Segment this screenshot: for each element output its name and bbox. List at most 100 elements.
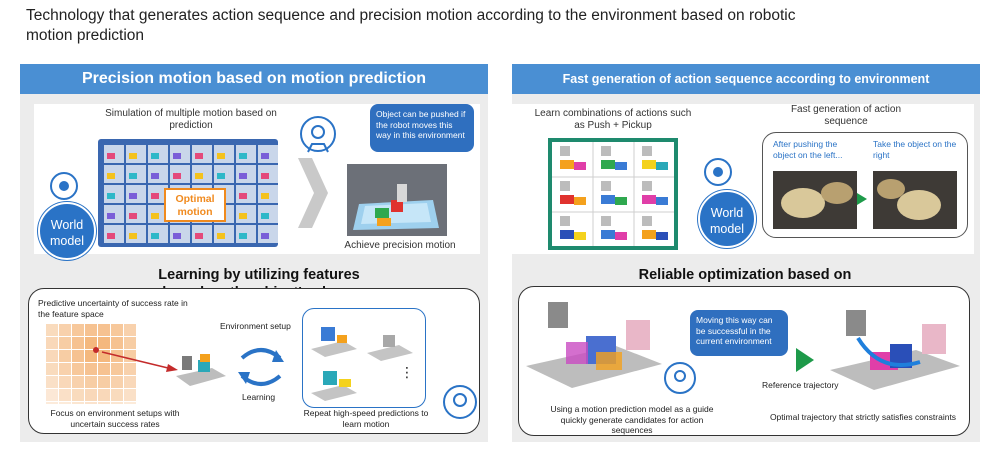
simulation-cell-object [129, 153, 137, 159]
action-cell-object [615, 197, 627, 205]
heatmap-cell [72, 389, 84, 401]
heatmap-cell [59, 389, 71, 401]
heatmap-cell [85, 389, 97, 401]
action-cell-object [615, 162, 627, 170]
heatmap-cell [98, 337, 110, 349]
heatmap-cell [59, 402, 71, 404]
action-cell-gripper [560, 181, 570, 191]
simulation-cell-object [107, 193, 115, 199]
simulation-cell-object [261, 213, 269, 219]
right-world-model-label: World model [709, 206, 745, 236]
focus-label: Focus on environment setups with uncerta… [50, 408, 180, 429]
simulation-cell-object [217, 153, 225, 159]
uncertainty-label: Predictive uncertainty of success rate i… [38, 298, 188, 319]
action-cell-gripper [601, 146, 611, 156]
simulation-cell-object [129, 173, 137, 179]
action-grid-cells [552, 142, 674, 246]
action-cell-object [642, 160, 656, 169]
heatmap-cell [72, 350, 84, 362]
learn-label: Learn combinations of actions such as Pu… [534, 108, 692, 131]
action-cell-gripper [601, 181, 611, 191]
heatmap-cell [46, 376, 58, 388]
heatmap-cell [111, 337, 123, 349]
sequence-box: After pushing the object on the left... … [762, 132, 968, 238]
heatmap-cell [85, 402, 97, 404]
heatmap-cell [124, 376, 136, 388]
brain-gear-icon-right [704, 158, 732, 186]
heatmap-cell [111, 389, 123, 401]
action-cell-object [560, 160, 574, 169]
chevron-right-icon [298, 158, 328, 228]
heatmap-cell [98, 376, 110, 388]
simulation-cell-object [107, 173, 115, 179]
optimal-motion-label: Optimal motion [175, 193, 215, 218]
heatmap-cell [72, 402, 84, 404]
heatmap-cell [59, 363, 71, 375]
heatmap-cell [98, 389, 110, 401]
reference-label: Reference trajectory [762, 380, 839, 390]
heatmap-cell [124, 389, 136, 401]
action-cell-object [615, 232, 627, 240]
heatmap-cell [111, 363, 123, 375]
heatmap-cell [124, 324, 136, 336]
simulation-cell-object [261, 233, 269, 239]
heatmap-cell [98, 324, 110, 336]
play-arrow-large-icon [796, 348, 814, 372]
simulation-cell-object [129, 213, 137, 219]
simulation-cell-object [195, 173, 203, 179]
simulation-cell-object [151, 213, 159, 219]
heatmap-cell [46, 337, 58, 349]
action-cell-object [560, 230, 574, 239]
optimal-trajectory-label: Optimal trajectory that strictly satisfi… [769, 412, 957, 422]
action-cell-object [574, 232, 586, 240]
action-cell-object [601, 195, 615, 204]
simulation-label: Simulation of multiple motion based on p… [105, 108, 277, 131]
action-cell-object [642, 195, 656, 204]
fast-label: Fast generation of action sequence [790, 104, 902, 127]
simulation-cell-object [239, 153, 247, 159]
heatmap-cell [46, 324, 58, 336]
simulation-cell-object [217, 173, 225, 179]
simulation-cell-object [239, 173, 247, 179]
action-cell-object [574, 197, 586, 205]
simulation-cell-object [107, 213, 115, 219]
heatmap-cell [59, 337, 71, 349]
left-world-model-label: World model [49, 218, 85, 248]
action-cell-gripper [642, 216, 652, 226]
robot-head-icon-right [664, 362, 696, 394]
heatmap-cell [85, 363, 97, 375]
right-panel-header: Fast generation of action sequence accor… [512, 64, 980, 94]
simulation-cell-object [261, 193, 269, 199]
after-push-photo [773, 171, 857, 229]
heatmap-cell [59, 350, 71, 362]
predictions-scenes [311, 327, 413, 401]
simulation-cell-object [129, 193, 137, 199]
simulation-cell-object [151, 153, 159, 159]
simulation-cell-object [239, 233, 247, 239]
action-cell-object [574, 162, 586, 170]
focus-point-marker [93, 347, 99, 353]
heatmap-cell [46, 350, 58, 362]
simulation-cell-object [217, 233, 225, 239]
heatmap-cell [111, 376, 123, 388]
action-grid [548, 138, 678, 250]
right-world-model-badge: World model [698, 190, 756, 248]
repeat-label: Repeat high-speed predictions to learn m… [303, 408, 429, 429]
action-cell-gripper [642, 146, 652, 156]
action-cell-object [656, 162, 668, 170]
action-cell-object [601, 230, 615, 239]
simulation-cell-object [173, 153, 181, 159]
cycle-arrows-icon [238, 348, 284, 386]
heatmap-cell [85, 376, 97, 388]
simulation-cell-object [261, 153, 269, 159]
simulation-cell-object [173, 173, 181, 179]
action-cell-gripper [601, 216, 611, 226]
left-panel: Precision motion based on motion predict… [20, 64, 488, 442]
right-top-area: Learn combinations of actions such as Pu… [512, 104, 974, 254]
action-cell-object [656, 232, 668, 240]
simulation-cell-object [195, 153, 203, 159]
simulation-cell-object [151, 173, 159, 179]
heatmap-cell [124, 402, 136, 404]
left-panel-header: Precision motion based on motion predict… [20, 64, 488, 94]
heatmap-cell [72, 376, 84, 388]
